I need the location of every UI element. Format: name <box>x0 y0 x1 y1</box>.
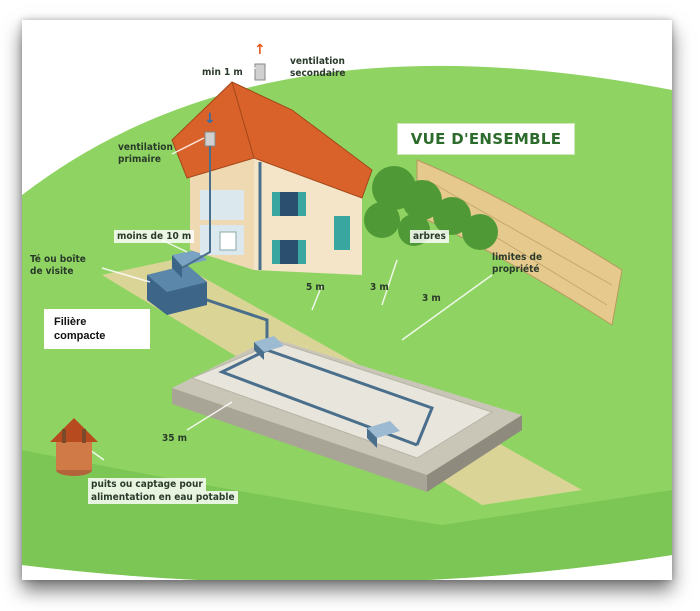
property-limits-label-2: propriété <box>492 264 540 275</box>
well-label-1: puits ou captage pour <box>88 478 206 491</box>
svg-text:↑: ↑ <box>254 42 266 58</box>
distance-under-10m-label: moins de 10 m <box>114 230 194 243</box>
compact-filter-label: Filière compacte <box>44 309 150 349</box>
distance-35m-label: 35 m <box>162 433 187 444</box>
distance-3m-limits-label: 3 m <box>422 293 441 304</box>
svg-text:↓: ↓ <box>204 111 216 127</box>
min-height-label: min 1 m <box>202 67 243 78</box>
illustration-frame: ↑ ↓ VUE D'ENSEMBLE min 1 m ventilation <box>22 20 672 580</box>
compact-filter-label-1: Filière <box>54 315 150 329</box>
primary-ventilation-label-1: ventilation <box>118 142 173 153</box>
trees-label: arbres <box>410 230 449 243</box>
secondary-ventilation-label-1: ventilation <box>290 56 345 67</box>
secondary-ventilation-label-2: secondaire <box>290 68 346 79</box>
inspection-box-label-1: Té ou boîte <box>30 254 86 265</box>
inspection-box-label-2: de visite <box>30 266 73 277</box>
property-limits-label-1: limites de <box>492 252 542 263</box>
distance-3m-trees-label: 3 m <box>370 282 389 293</box>
distance-5m-label: 5 m <box>306 282 325 293</box>
compact-filter-label-2: compacte <box>54 329 150 343</box>
overview-title: VUE D'ENSEMBLE <box>397 123 575 155</box>
primary-ventilation-label-2: primaire <box>118 154 161 165</box>
well-label-2: alimentation en eau potable <box>88 491 238 504</box>
